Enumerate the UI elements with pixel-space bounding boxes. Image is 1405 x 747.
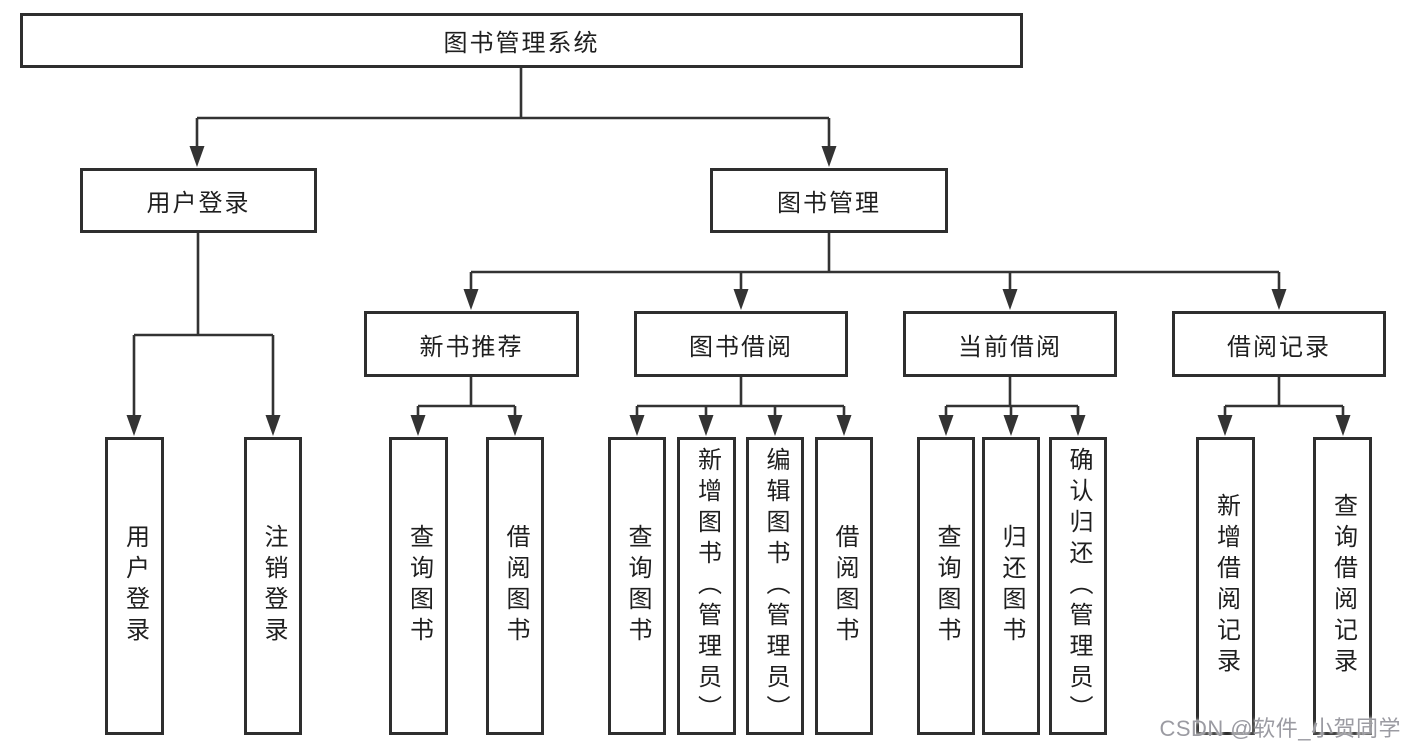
- leaf-edit-book-admin: 编辑图书（管理员）: [746, 437, 804, 735]
- node-book-borrow: 图书借阅: [634, 311, 848, 377]
- node-borrow-records: 借阅记录: [1172, 311, 1386, 377]
- csdn-watermark: CSDN @软件_小贺同学: [1159, 716, 1401, 741]
- leaf-logout: 注销登录: [244, 437, 302, 735]
- node-user-login: 用户登录: [80, 168, 317, 233]
- leaf-query-books-recommend: 查询图书: [389, 437, 448, 735]
- node-new-book-recommend: 新书推荐: [364, 311, 579, 377]
- leaf-user-login: 用户登录: [105, 437, 164, 735]
- leaf-borrow-books: 借阅图书: [815, 437, 873, 735]
- node-book-management: 图书管理: [710, 168, 948, 233]
- leaf-add-borrow-record: 新增借阅记录: [1196, 437, 1255, 735]
- leaf-borrow-books-recommend: 借阅图书: [486, 437, 544, 735]
- node-current-borrow: 当前借阅: [903, 311, 1117, 377]
- leaf-return-books: 归还图书: [982, 437, 1040, 735]
- leaf-confirm-return-admin: 确认归还（管理员）: [1049, 437, 1107, 735]
- leaf-query-books-borrow: 查询图书: [608, 437, 666, 735]
- leaf-add-book-admin: 新增图书（管理员）: [677, 437, 736, 735]
- node-library-management-system: 图书管理系统: [20, 13, 1023, 68]
- leaf-query-books-current: 查询图书: [917, 437, 975, 735]
- leaf-query-borrow-record: 查询借阅记录: [1313, 437, 1372, 735]
